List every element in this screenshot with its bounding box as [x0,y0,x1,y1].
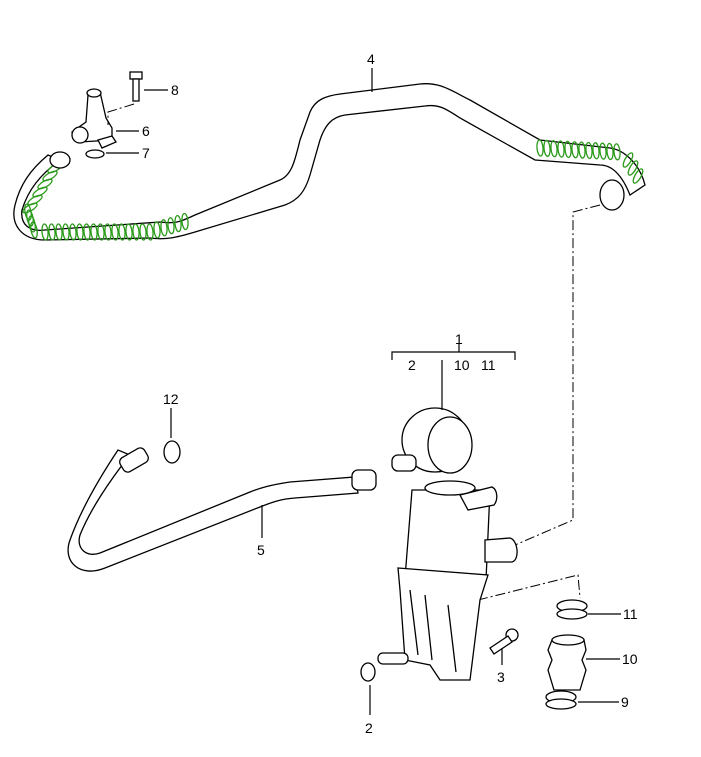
callout-1-sub-11: 11 [481,357,496,373]
upper-hose[interactable] [13,83,646,241]
callout-6: 6 [142,123,150,139]
hose-coil [132,223,140,241]
hose-coil [536,139,544,157]
callout-8: 8 [171,82,179,98]
clamp-11[interactable] [556,599,588,620]
hose-coil [592,142,600,160]
hose-coil [543,139,551,157]
callout-10: 10 [622,651,638,667]
hose-coil [167,217,175,235]
hose-coil [153,221,161,239]
callout-1-sub-2: 2 [408,357,416,373]
hose-coil [627,160,639,176]
clamp-9[interactable] [545,690,577,710]
hose-coil [48,223,56,241]
seal-2[interactable] [360,662,376,682]
seal-12[interactable] [163,440,181,464]
callout-11: 11 [623,606,638,622]
callout-2: 2 [365,720,373,736]
hose-coil [69,223,77,241]
hose-coil [37,178,53,190]
routing-line-clamps [477,574,581,601]
hose-end-fitting [599,179,625,211]
hose-coil [550,140,558,158]
hose-coil [55,223,63,241]
hose-coil [174,214,182,233]
seal-7[interactable] [85,149,105,159]
callout-5: 5 [257,542,265,558]
hose-coil [571,141,579,159]
hose-coil [104,223,112,241]
callout-1: 1 [455,331,463,347]
hose-coil [564,140,572,159]
connector-6[interactable] [71,88,117,149]
hose-coil [97,223,105,241]
routing-line [514,204,601,546]
assembly-bracket [391,344,516,360]
hose-start-fitting [49,151,71,169]
hose-coil [578,141,586,159]
boot-10[interactable] [547,634,587,691]
hose-coil [90,223,98,241]
oil-separator-valve[interactable] [377,407,518,681]
hose-coil [622,152,634,168]
bolt-3[interactable] [489,628,519,655]
hose-coil [585,141,593,160]
callout-3: 3 [497,669,505,685]
hose-coil [83,223,91,241]
hose-coil [42,170,58,182]
hose-coil [125,223,133,241]
hose-coil [62,223,70,241]
hose-coil [160,219,168,237]
hose-coil [118,223,126,241]
hose-coils-right [536,139,644,184]
hose-coil [146,223,154,241]
leaders [106,68,621,715]
hose-coil [139,223,147,241]
callout-12: 12 [163,391,179,407]
callout-1-sub-10: 10 [454,357,470,373]
hose-coil [30,221,38,239]
hose-coil [111,223,119,241]
hose-coil [606,142,614,161]
hose-coil [557,140,565,158]
callout-7: 7 [142,145,150,161]
hose-coil [32,186,48,198]
hose-coils-left [22,162,189,241]
hose-coil [599,142,607,160]
callout-9: 9 [621,694,629,710]
hose-coil [76,223,84,241]
callout-4: 4 [367,51,375,67]
hose-coil [181,212,189,231]
bolt-8[interactable] [129,71,143,102]
hose-coil [632,168,644,184]
hose-coil [613,143,621,161]
hose-coil [41,223,49,241]
lower-hose[interactable] [67,446,377,572]
